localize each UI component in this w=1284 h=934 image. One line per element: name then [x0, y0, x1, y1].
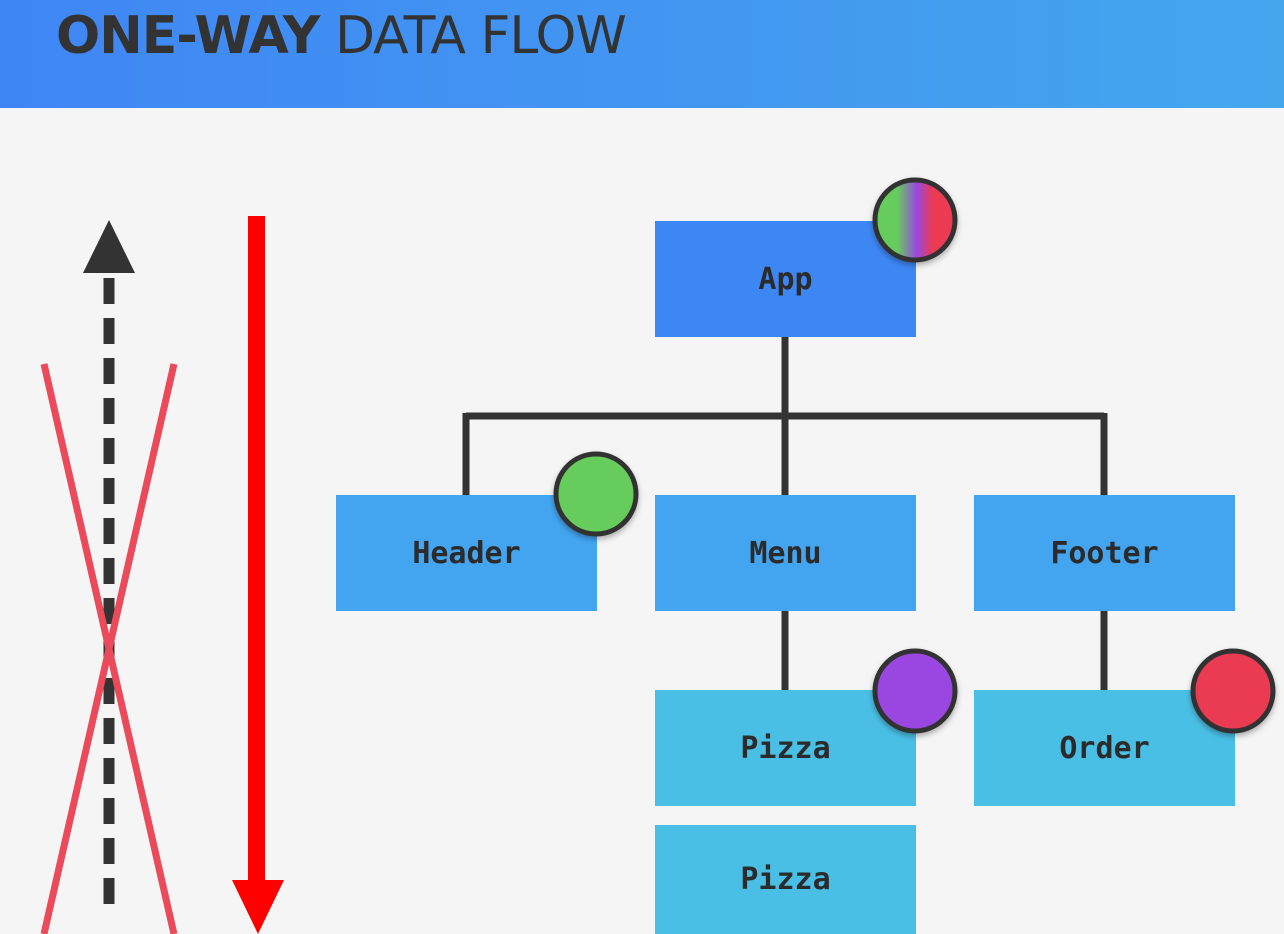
- downward-arrow: [232, 216, 284, 934]
- component-app: App: [655, 221, 916, 337]
- order-state-circle: [1190, 648, 1276, 734]
- title-bold-part: ONE-WAY: [56, 6, 320, 66]
- title-banner: [0, 0, 1284, 108]
- cross-mark: [40, 363, 178, 934]
- component-footer: Footer: [974, 495, 1235, 611]
- component-header: Header: [336, 495, 597, 611]
- upward-arrow-head: [83, 220, 135, 273]
- upward-dashed-arrow: [83, 220, 135, 912]
- title-light-part: DATA FLOW: [334, 6, 627, 66]
- page-title: ONE-WAY DATA FLOW: [56, 4, 627, 68]
- tree-connectors: [462, 337, 1108, 690]
- component-pizza: Pizza: [655, 690, 916, 806]
- app-state-circle: [872, 177, 958, 263]
- downward-arrow-head: [232, 880, 284, 934]
- component-menu: Menu: [655, 495, 916, 611]
- component-order: Order: [974, 690, 1235, 806]
- header-state-circle: [553, 451, 639, 537]
- pizza-state-circle: [872, 648, 958, 734]
- component-pizza-2: Pizza: [655, 825, 916, 934]
